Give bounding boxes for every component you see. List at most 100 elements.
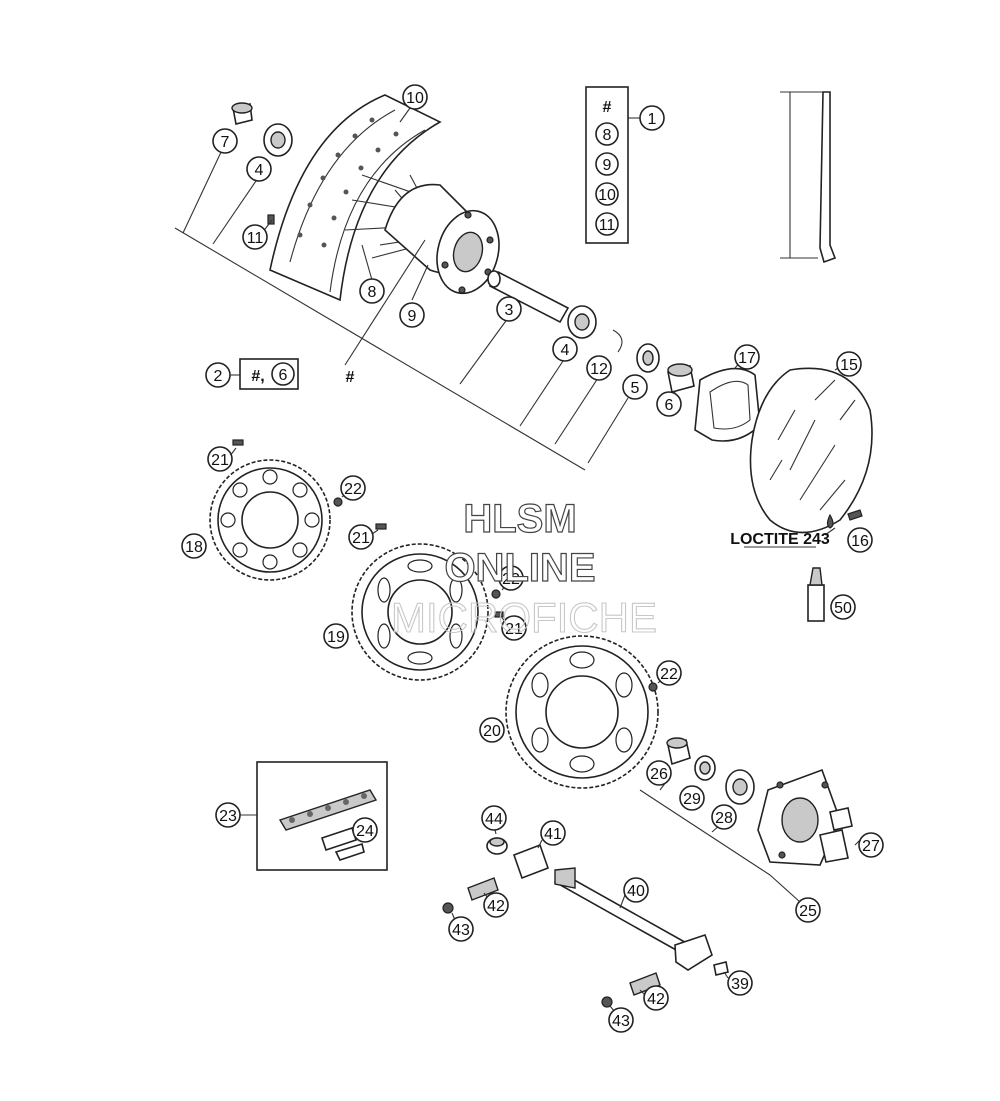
svg-text:10: 10 [406,90,424,107]
watermark: HLSM ONLINE MICROFICHE [390,496,657,641]
svg-text:22: 22 [502,571,520,588]
kit-box-hash: # [603,99,612,116]
svg-text:42: 42 [647,991,665,1008]
callout-22-c: 22 [656,660,682,686]
callout-43-b: 43 [608,1007,634,1033]
svg-text:16: 16 [851,533,869,550]
wheel-assembly-leaders [174,107,844,536]
adjuster-bushing [486,837,508,855]
callout-21-b: 21 [348,524,374,550]
carrier-assembly-leaders [639,781,861,903]
svg-text:11: 11 [599,217,616,234]
callout-18: 18 [181,533,207,559]
callout-10: 10 [402,84,428,110]
callout-3: 3 [496,296,522,322]
callout-40: 40 [623,877,649,903]
svg-text:12: 12 [590,361,608,378]
disc-adapter-gasket [694,367,761,442]
svg-text:4: 4 [561,342,570,359]
callout-9: 9 [399,302,425,328]
axle-nut-plate [674,933,713,971]
svg-text:19: 19 [327,629,345,646]
callout-50: 50 [830,594,856,620]
adjuster-bolts [467,877,661,996]
callout-4-left: 4 [246,156,272,182]
adjuster-nuts [442,902,613,1008]
sprocket-bolts [232,439,504,618]
svg-text:20: 20 [483,723,501,740]
callout-19: 19 [323,623,349,649]
svg-text:22: 22 [660,666,678,683]
spacer-bushing [667,363,695,393]
callout-16: 16 [847,527,873,553]
svg-text:43: 43 [612,1013,630,1030]
svg-text:21: 21 [352,530,370,547]
chain-master-link [320,826,365,861]
watermark-line-1: HLSM [463,497,576,541]
callout-17: 17 [734,344,760,370]
disc-bolt [847,509,863,521]
loctite-drop [826,513,834,529]
svg-text:3: 3 [505,302,514,319]
chain-adjuster-left [512,843,550,880]
callout-22-b: 22 [498,565,524,591]
callout-12: 12 [586,355,612,381]
svg-text:40: 40 [627,883,645,900]
svg-text:8: 8 [603,127,612,144]
callout-44: 44 [481,805,507,831]
svg-text:1: 1 [648,111,657,128]
callout-11: 11 [242,224,268,250]
callout-26: 26 [646,760,672,786]
sprocket-medium [351,543,489,681]
svg-text:8: 8 [368,284,377,301]
wheel-rim [269,94,442,302]
svg-text:50: 50 [834,600,852,617]
group-box-text: #, [251,368,264,385]
svg-text:22: 22 [344,481,362,498]
svg-text:15: 15 [840,357,858,374]
svg-text:10: 10 [598,187,616,204]
svg-text:24: 24 [356,823,374,840]
callout-8: 8 [359,278,385,304]
callout-42-b: 42 [643,985,669,1011]
svg-text:9: 9 [603,157,612,174]
svg-text:6: 6 [279,367,288,384]
spoke-tool [780,91,837,264]
sprocket-small [209,459,331,581]
loctite-bottle [807,567,825,622]
axle-spacer-tube [487,270,570,324]
svg-text:39: 39 [731,976,749,993]
svg-text:17: 17 [738,350,756,367]
callout-4-right: 4 [552,336,578,362]
callout-22-a: 22 [340,475,366,501]
svg-text:9: 9 [408,308,417,325]
callout-6: 6 [656,391,682,417]
axle [553,867,692,957]
kit-box-item-11: 11 [595,212,619,236]
kit-box-item-9: 9 [595,152,619,176]
kit-box: # 8 9 10 11 [585,86,629,244]
svg-text:2: 2 [214,368,223,385]
svg-text:25: 25 [799,903,817,920]
svg-text:21: 21 [505,621,523,638]
group-box-item-6: 6 [271,362,295,386]
svg-text:42: 42 [487,898,505,915]
kit-box-item-8: 8 [595,122,619,146]
svg-text:11: 11 [247,230,264,247]
svg-text:21: 21 [211,452,229,469]
axle-nut [713,961,729,976]
loctite-label: LOCTITE 243 [730,531,830,548]
svg-text:43: 43 [452,922,470,939]
callout-7: 7 [212,128,238,154]
callout-5: 5 [622,374,648,400]
brake-disc [749,367,873,534]
svg-text:28: 28 [715,810,733,827]
damper-rubbers [819,807,853,863]
carrier-bearing [725,769,755,805]
callout-39: 39 [727,970,753,996]
svg-text:18: 18 [185,539,203,556]
hash-mark: # [346,369,355,386]
svg-text:6: 6 [665,397,674,414]
callout-42-a: 42 [483,892,509,918]
